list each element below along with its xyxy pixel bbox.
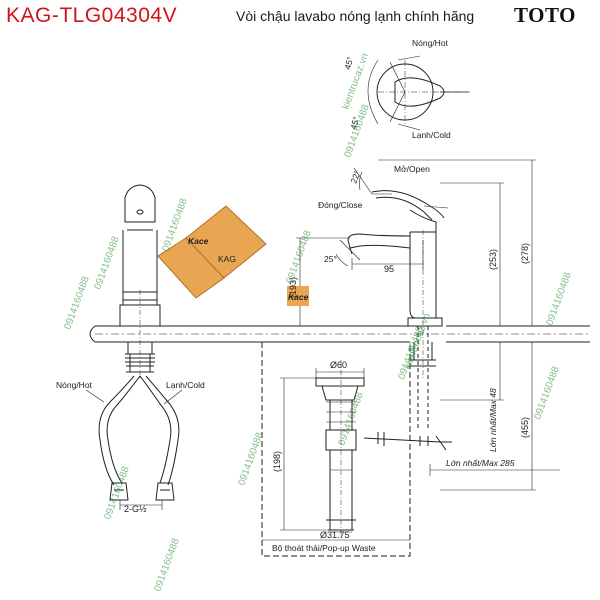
- label-hot-hose: Nóng/Hot: [56, 380, 93, 390]
- logo-kace-small-text: Kace: [288, 292, 309, 302]
- faucet-side-view: [347, 167, 449, 380]
- watermark-phone-9: 0914160488: [92, 235, 122, 291]
- label-hot-top: Nóng/Hot: [412, 38, 449, 48]
- watermark-phone-1: 0914160488: [62, 275, 92, 331]
- brand-logo: TOTO: [514, 3, 576, 27]
- watermark-phone-4: 0914160488: [342, 103, 372, 159]
- label-angle-spout: 25°: [324, 254, 337, 264]
- side-dimensions: [296, 159, 560, 491]
- logo-kag-text: KAG: [218, 254, 236, 264]
- label-angle-hot: 45°: [342, 56, 355, 71]
- dim-253: (253): [488, 249, 498, 270]
- kace-logo: Kace KAG: [157, 205, 267, 299]
- watermark-phone-8: 0914160488: [544, 271, 574, 327]
- logo-kace-text: Kace: [188, 236, 209, 246]
- label-thread: 2-G½: [124, 504, 147, 514]
- label-angle-open: 22°: [348, 169, 362, 185]
- dim-95: 95: [384, 264, 394, 274]
- dim-278: (278): [520, 243, 530, 264]
- dim-193: (193): [288, 277, 298, 298]
- label-close: Đóng/Close: [318, 200, 363, 210]
- product-code: KAG-TLG04304V: [6, 4, 178, 27]
- watermark-phone-3: 0914160488: [284, 229, 314, 285]
- dim-dia60: Ø60: [330, 360, 347, 370]
- label-open: Mở/Open: [394, 164, 430, 174]
- watermark-phone-7: 0914160488: [152, 537, 182, 593]
- dim-455: (455): [520, 417, 530, 438]
- popup-waste-box: [261, 342, 411, 557]
- dim-max48: Lớn nhất/Max 48: [488, 388, 498, 452]
- dim-198: (198): [272, 451, 282, 472]
- handle-top-view: [367, 55, 470, 131]
- faucet-front-view: [119, 184, 161, 378]
- header: KAG-TLG04304V Vòi chậu lavabo nóng lạnh …: [0, 0, 600, 30]
- label-cold-top: Lạnh/Cold: [412, 130, 451, 140]
- supply-hoses: [85, 375, 183, 501]
- dim-dia3175: Ø31.75: [320, 530, 350, 540]
- label-angle-cold: 45°: [348, 116, 361, 131]
- label-popup-waste: Bộ thoát thải/Pop-up Waste: [272, 543, 376, 553]
- watermark-phone-11: 0914160488: [532, 365, 562, 421]
- popup-rod: [363, 326, 452, 451]
- countertop-line: [89, 325, 590, 343]
- product-description: Vòi chậu lavabo nóng lạnh chính hãng: [236, 8, 475, 24]
- label-cold-hose: Lạnh/Cold: [166, 380, 205, 390]
- kace-small-logo: Kace: [287, 286, 309, 306]
- dim-max285: Lớn nhất/Max 285: [446, 458, 515, 468]
- watermark-phone-5: 0914160488: [336, 391, 366, 447]
